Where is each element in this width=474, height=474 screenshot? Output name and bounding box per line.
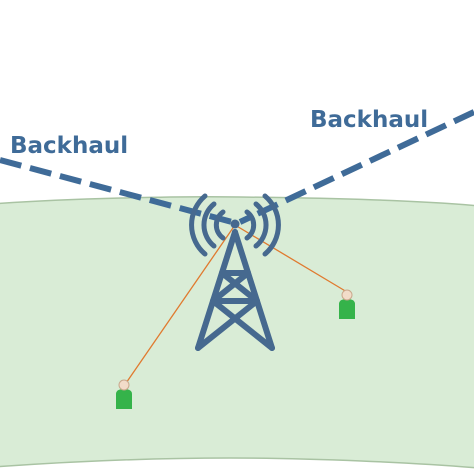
- backhaul-label-left: Backhaul: [10, 133, 128, 159]
- backhaul-link-right: [238, 109, 474, 225]
- antenna-hub: [230, 219, 240, 229]
- cell-tower-icon: [195, 229, 275, 351]
- signal-waves-icon: [189, 193, 281, 257]
- backhaul-label-right: Backhaul: [310, 107, 428, 133]
- user-link-right: [234, 224, 348, 293]
- mobile-user-icon: [116, 379, 132, 409]
- mobile-user-icon: [339, 289, 355, 319]
- user-link-left: [123, 224, 236, 387]
